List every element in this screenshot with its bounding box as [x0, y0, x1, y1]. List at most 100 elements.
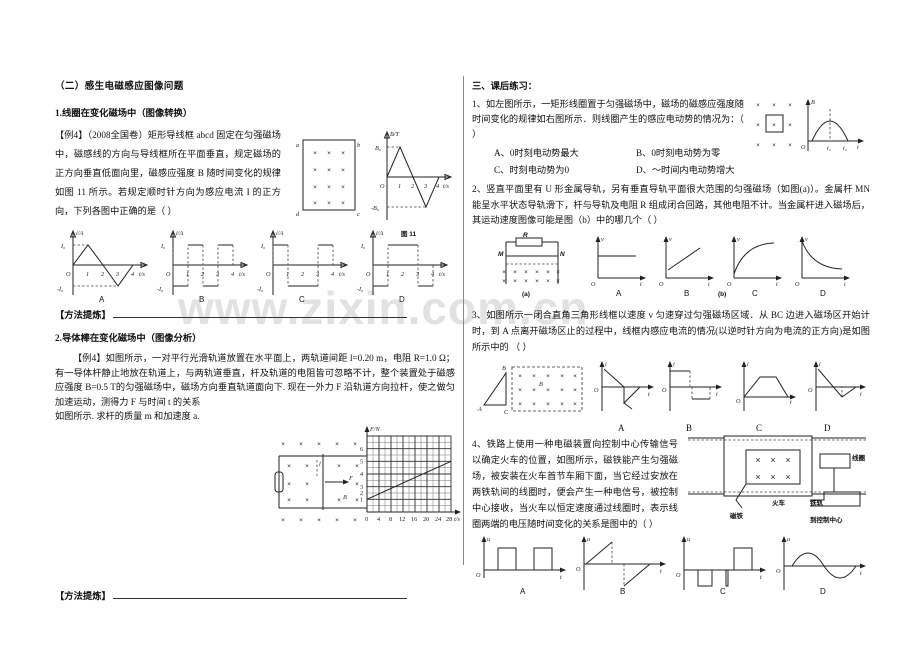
svg-text:×: × — [535, 269, 539, 276]
method-label-2: 【方法提炼】 — [55, 591, 111, 602]
question-3-figures: B A C ××××× ××××× ××××× B — [472, 359, 870, 425]
svg-text:×: × — [770, 472, 775, 482]
cross-field-marks: × × × × × × — [755, 455, 790, 482]
svg-text:M: M — [498, 251, 504, 258]
svg-text:×: × — [355, 481, 359, 488]
svg-text:1: 1 — [360, 496, 363, 503]
svg-text:6: 6 — [360, 446, 363, 453]
svg-text:24: 24 — [435, 516, 441, 523]
q1-choice-d[interactable]: D、～时间内电动势增大 — [636, 164, 735, 175]
svg-text:×: × — [546, 278, 550, 285]
svg-text:i: i — [673, 361, 675, 368]
method-row-1: 【方法提炼】 — [55, 307, 407, 321]
svg-text:×: × — [756, 142, 760, 149]
svg-text:-I₀: -I₀ — [257, 286, 263, 293]
svg-text:×: × — [305, 497, 309, 504]
rail-apparatus-figure: ×× ×× × F — [273, 436, 371, 534]
svg-text:×: × — [299, 441, 303, 448]
svg-text:O: O — [676, 572, 681, 579]
svg-text:×: × — [788, 142, 792, 149]
svg-text:×: × — [560, 401, 564, 408]
svg-text:O: O — [591, 281, 596, 288]
method-row-2: 【方法提炼】 — [55, 588, 407, 602]
question-1-figure: ××× ××× ××× B O t — [750, 95, 868, 157]
svg-text:8: 8 — [389, 516, 392, 523]
svg-text:A: A — [616, 289, 622, 298]
svg-text:4: 4 — [436, 183, 439, 190]
bt-chart: B/T O t/s B₀ -B₀ 1 2 3 4 — [371, 130, 453, 220]
svg-text:O: O — [366, 271, 371, 278]
svg-text:N: N — [560, 251, 565, 258]
svg-text:×: × — [756, 102, 760, 109]
q2-figure-a: R M N ××× ××× ××× ××× ( — [492, 232, 582, 298]
svg-text:B: B — [343, 494, 347, 501]
question-2-text: 2、竖直平面里有 U 形金属导轨，另有垂直导轨平面很大范围的匀强磁场（如图(a)… — [472, 184, 870, 225]
left-column: （二）感生电磁感应图像问题 1.线圈在变化磁场中（图像转换） a b d c ×… — [55, 78, 461, 602]
question-4-block: × × × × × × 磁铁 火车 铁轨 — [472, 435, 870, 532]
q4-option-label-a: A — [520, 587, 526, 596]
svg-text:×: × — [313, 200, 317, 207]
svg-text:×: × — [785, 455, 790, 465]
svg-text:I₀: I₀ — [60, 243, 65, 250]
svg-text:×: × — [546, 401, 550, 408]
svg-text:t: t — [790, 399, 792, 406]
example4-text: 【例4】（2008全国卷）矩形导线框 abcd 固定在匀强磁场中，磁感线的方向与… — [55, 130, 281, 216]
svg-text:O: O — [776, 568, 781, 575]
svg-text:t₁: t₁ — [827, 145, 831, 152]
example4b-text: 【例4】如图所示，一对平行光滑轨道放置在水平面上，两轨道间距 l=0.20 m，… — [55, 353, 455, 407]
svg-text:1: 1 — [286, 271, 289, 278]
svg-text:×: × — [788, 122, 792, 129]
svg-text:i/A: i/A — [376, 230, 383, 237]
svg-text:×: × — [327, 150, 331, 157]
svg-text:×: × — [502, 269, 506, 276]
svg-text:×: × — [524, 269, 528, 276]
q1-choice-b[interactable]: B、0时刻电动势为零 — [636, 148, 721, 158]
option-label-d: D — [399, 295, 405, 304]
svg-text:c: c — [357, 211, 360, 218]
svg-text:i/A: i/A — [176, 230, 183, 237]
svg-text:×: × — [353, 517, 357, 524]
svg-text:v: v — [601, 236, 604, 243]
svg-text:u: u — [587, 536, 590, 543]
svg-text:O: O — [727, 281, 732, 288]
svg-text:t/s: t/s — [454, 516, 460, 523]
svg-text:t: t — [708, 281, 710, 288]
svg-text:A: A — [477, 406, 482, 413]
svg-text:O: O — [66, 271, 71, 278]
svg-text:t/s: t/s — [139, 271, 145, 278]
q1-choice-c[interactable]: C、时刻电动势为0 — [494, 164, 570, 175]
q4-rail-label: 铁轨 — [809, 498, 824, 507]
question-4-text: 4、铁路上使用一种电磁装置向控制中心传输信号以确定火车的位置，如图所示，磁铁能产… — [472, 438, 678, 529]
svg-text:t/s: t/s — [339, 271, 345, 278]
q2-fig-a-label: (a) — [522, 291, 530, 298]
svg-text:I₀: I₀ — [160, 243, 165, 250]
option-chart-a: i/A O t/s I₀ -I₀ 1 2 3 4 A — [55, 225, 155, 304]
cross-field-marks-inner: ×× ×× ×× × ×× ×× — [287, 463, 359, 504]
cross-field-marks: ××× ××× ××× ××× — [502, 269, 560, 285]
svg-text:O: O — [808, 387, 813, 394]
svg-text:1: 1 — [86, 271, 89, 278]
svg-text:3: 3 — [215, 271, 219, 278]
svg-text:×: × — [287, 463, 291, 470]
svg-text:t: t — [860, 391, 862, 398]
svg-text:×: × — [524, 278, 528, 285]
svg-text:×: × — [287, 497, 291, 504]
svg-text:×: × — [305, 463, 309, 470]
svg-text:B: B — [811, 99, 815, 106]
q1-choice-a[interactable]: A、0时刻电动势最大 — [494, 148, 579, 158]
option-label-c: C — [299, 295, 305, 304]
svg-text:×: × — [355, 463, 359, 470]
svg-text:×: × — [317, 517, 321, 524]
option-label-a: A — [99, 295, 105, 304]
svg-text:3: 3 — [415, 271, 419, 278]
example4-block: a b d c ××× ××× ××× ××× — [55, 126, 455, 238]
svg-text:2: 2 — [101, 271, 104, 278]
svg-text:C: C — [752, 289, 758, 298]
cross-field-marks: ××××× ××××× ××××× — [518, 373, 577, 408]
svg-text:R: R — [523, 232, 528, 239]
